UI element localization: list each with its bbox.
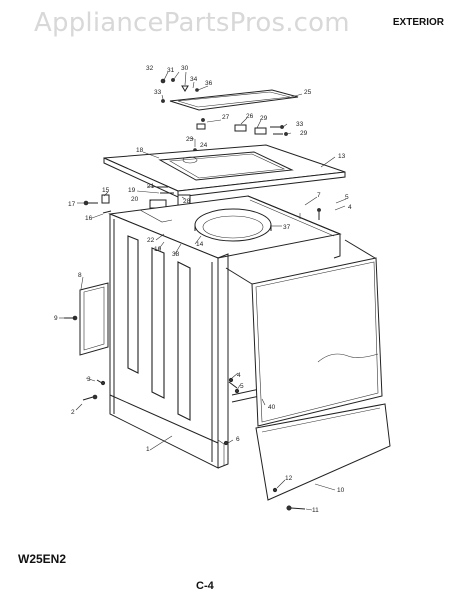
callout: 36 — [205, 80, 213, 87]
front-panel — [225, 239, 383, 427]
callout: 13 — [338, 153, 346, 160]
screw — [223, 440, 229, 446]
callout: 5 — [345, 194, 349, 201]
left-hardware — [83, 194, 112, 214]
callout: 20 — [131, 196, 139, 203]
callout: 29 — [300, 130, 308, 137]
callout: 3 — [87, 376, 91, 383]
side-slot — [177, 261, 191, 421]
callout: 11 — [312, 507, 319, 514]
callout: 24 — [200, 142, 208, 149]
page-number: C-4 — [196, 580, 214, 592]
callout: 19 — [154, 246, 162, 253]
leader-lines — [59, 71, 347, 511]
section-title: EXTERIOR — [392, 17, 444, 28]
callout: 16 — [85, 215, 93, 222]
callout: 4 — [348, 204, 352, 211]
callout: 8 — [78, 272, 82, 279]
callout-labels: 32 31 30 34 36 33 25 27 26 29 33 29 23 2… — [54, 65, 352, 514]
callout: 26 — [246, 113, 254, 120]
callout: 19 — [128, 187, 136, 194]
callout: 38 — [172, 251, 180, 258]
callout: 28 — [183, 198, 191, 205]
screw — [92, 394, 98, 400]
callout: 12 — [285, 475, 293, 482]
access-panel — [64, 282, 109, 356]
callout: 18 — [136, 147, 144, 154]
callout: 22 — [147, 237, 155, 244]
side-rail — [247, 195, 341, 259]
callout: 30 — [181, 65, 189, 72]
side-slot — [127, 235, 139, 374]
callout: 32 — [146, 65, 154, 72]
callout: 31 — [167, 67, 175, 74]
callout: 17 — [68, 201, 76, 208]
callout: 2 — [71, 409, 75, 416]
callout: 27 — [222, 114, 230, 121]
side-slot — [151, 247, 165, 399]
callout: 15 — [102, 187, 110, 194]
callout: 33 — [296, 121, 304, 128]
screw — [228, 377, 234, 383]
callout: 34 — [190, 76, 198, 83]
model-number: W25EN2 — [18, 552, 67, 566]
toe-panel — [255, 403, 391, 511]
watermark: AppliancePartsPros.com — [34, 8, 350, 38]
screw — [234, 388, 240, 394]
callout: 10 — [337, 487, 345, 494]
top-frame — [103, 144, 346, 198]
lid-panel — [169, 89, 299, 111]
callout: 33 — [154, 89, 162, 96]
callout: 23 — [186, 136, 194, 143]
callout: 5 — [240, 383, 244, 390]
callout: 4 — [237, 372, 241, 379]
tub-ring — [194, 208, 272, 242]
callout: 6 — [236, 436, 240, 443]
callout: 9 — [54, 315, 58, 322]
callout: 29 — [260, 115, 268, 122]
callout: 7 — [317, 192, 321, 199]
callout: 21 — [147, 183, 155, 190]
callout: 1 — [146, 446, 150, 453]
callout: 25 — [304, 89, 312, 96]
callout: 40 — [268, 404, 276, 411]
callout: 37 — [283, 224, 291, 231]
callout: 14 — [196, 241, 204, 248]
